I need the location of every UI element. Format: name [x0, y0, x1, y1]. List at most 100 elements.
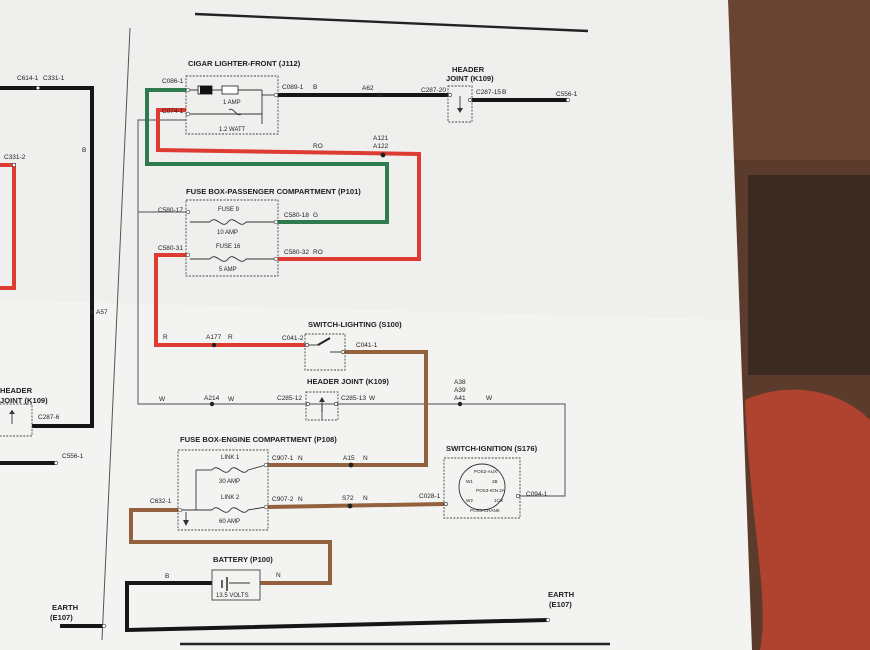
label-wire-b3: B — [502, 89, 506, 96]
link2-rating: 60 AMP — [219, 519, 240, 525]
left-header-joint-box — [0, 403, 33, 437]
label-a121: A121 — [373, 135, 389, 142]
wire-green — [145, 88, 389, 224]
label-c907-1: C907-1 — [272, 455, 294, 462]
label-wire-w3: W — [369, 395, 376, 402]
splice-a62 — [377, 92, 383, 98]
switch-ignition: SWITCH-IGNITION (S176) POS2-AUX W1 2B PO… — [443, 444, 538, 519]
switch-ignition-pos-aux: POS2-AUX — [474, 469, 497, 474]
label-wire-ro2: RO — [313, 249, 323, 256]
label-a41: A41 — [454, 395, 466, 402]
label-c094-1: C094-1 — [526, 491, 548, 498]
left-header-title: HEADER — [0, 386, 33, 395]
pin-c094-1 — [516, 494, 520, 498]
label-a15: A15 — [343, 455, 355, 462]
label-wire-w4: W — [486, 395, 493, 402]
battery-title: BATTERY (P100) — [213, 555, 273, 564]
label-wire-w2: W — [228, 396, 235, 403]
wire-brown-switch-to-link1 — [268, 350, 428, 467]
cigar-lighter-fuse-rating: 1 AMP — [223, 100, 241, 106]
splice-a177 — [211, 342, 217, 348]
header-joint-top-title: HEADER — [452, 65, 485, 74]
fuse9-icon — [209, 219, 247, 225]
label-c041-1: C041-1 — [356, 342, 378, 349]
pin-c907-2 — [263, 504, 269, 510]
label-wire-b1: B — [82, 147, 86, 154]
label-wire-n5: N — [276, 572, 281, 579]
link2-lead-out — [247, 506, 267, 511]
pin-c556-1-left — [53, 460, 59, 466]
label-wire-g1: G — [313, 212, 318, 219]
wire-red-r — [154, 253, 305, 347]
fuse9-name: FUSE 9 — [218, 207, 240, 213]
label-c580-32: C580-32 — [284, 249, 309, 256]
label-wire-r2: R — [228, 334, 233, 341]
battery: BATTERY (P100) 13.5 VOLTS — [211, 555, 273, 601]
wire-brown-link2-to-ignition — [267, 502, 445, 509]
cigar-lighter-fuse-icon — [221, 85, 239, 95]
switch-ignition-pin-x: X — [500, 498, 503, 503]
link2-name: LINK 2 — [221, 495, 240, 501]
fuse16-icon — [209, 256, 247, 262]
wire-red-left — [0, 163, 16, 290]
switch-ignition-pin-2b: 2B — [492, 479, 498, 484]
switch-ignition-pin-1c: 1C — [494, 498, 501, 503]
label-c556-1-left: C556-1 — [62, 453, 84, 460]
pin-c580-17 — [185, 209, 191, 215]
cigar-lighter-heater-icon — [200, 86, 212, 94]
pin-c580-18 — [273, 219, 279, 225]
label-wire-n1: N — [298, 455, 303, 462]
pin-c089-1 — [273, 92, 279, 98]
label-c285-12: C285-12 — [277, 395, 302, 402]
wire-brown-battery-loop — [129, 508, 332, 585]
header-joint-top-box — [447, 85, 473, 123]
pin-c041-1 — [341, 350, 345, 354]
label-wire-n4: N — [363, 495, 368, 502]
fuse-box-engine-arrow-icon — [183, 520, 189, 526]
link1-icon — [211, 467, 249, 473]
label-c614-1: C614-1 — [17, 75, 39, 82]
pin-c331-2 — [11, 162, 17, 168]
pin-c580-32 — [273, 256, 279, 262]
pin-c028-1 — [444, 502, 448, 506]
wire-black-left-loop — [0, 86, 94, 428]
label-c074-1: C074-1 — [162, 108, 184, 115]
label-wire-b4: B — [165, 573, 169, 580]
label-wire-r1: R — [163, 334, 168, 341]
label-a214: A214 — [204, 395, 220, 402]
label-c632-1: C632-1 — [150, 498, 172, 505]
header-joint-top: HEADER JOINT (K109) — [446, 65, 494, 123]
earth-left-code: (E107) — [50, 613, 73, 622]
earth-right-terminal — [545, 617, 551, 623]
label-c287-20: C287-20 — [421, 87, 446, 94]
dark-shadow — [748, 175, 870, 375]
switch-lighting-box — [304, 333, 346, 371]
earth-left-terminal — [101, 623, 107, 629]
fuse-box-passenger-title: FUSE BOX-PASSENGER COMPARTMENT (P101) — [186, 187, 361, 196]
splice-a121-a122 — [380, 152, 386, 158]
label-c041-2: C041-2 — [282, 335, 304, 342]
wire-black-battery-to-earth — [125, 581, 549, 633]
pin-c041-2 — [305, 343, 309, 347]
fuse-box-engine: FUSE BOX-ENGINE COMPARTMENT (P108) LINK … — [177, 435, 337, 531]
label-c331-1: C331-1 — [43, 75, 65, 82]
label-c089-1: C089-1 — [282, 84, 304, 91]
earth-right-title: EARTH — [548, 590, 574, 599]
switch-lighting-lever-icon — [317, 337, 331, 346]
header-joint-top-subtitle: JOINT (K109) — [446, 74, 494, 83]
pin-c086-1 — [185, 87, 191, 93]
cigar-lighter-component: CIGAR LIGHTER-FRONT (J112) 1 AMP 1.2 WAT… — [185, 59, 301, 135]
switch-ignition-box — [443, 457, 521, 519]
label-c331-2: C331-2 — [4, 154, 26, 161]
cigar-lighter-bulb-icon — [228, 108, 242, 116]
label-wire-n3: N — [298, 496, 303, 503]
label-c028-1: C028-1 — [419, 493, 441, 500]
label-c287-15: C287-15 — [476, 89, 501, 96]
label-c580-31: C580-31 — [158, 245, 183, 252]
label-a38: A38 — [454, 379, 466, 386]
pin-c285-13 — [334, 402, 338, 406]
earth-left-title: EARTH — [52, 603, 78, 612]
battery-box — [211, 569, 261, 601]
label-wire-w1: W — [159, 396, 166, 403]
